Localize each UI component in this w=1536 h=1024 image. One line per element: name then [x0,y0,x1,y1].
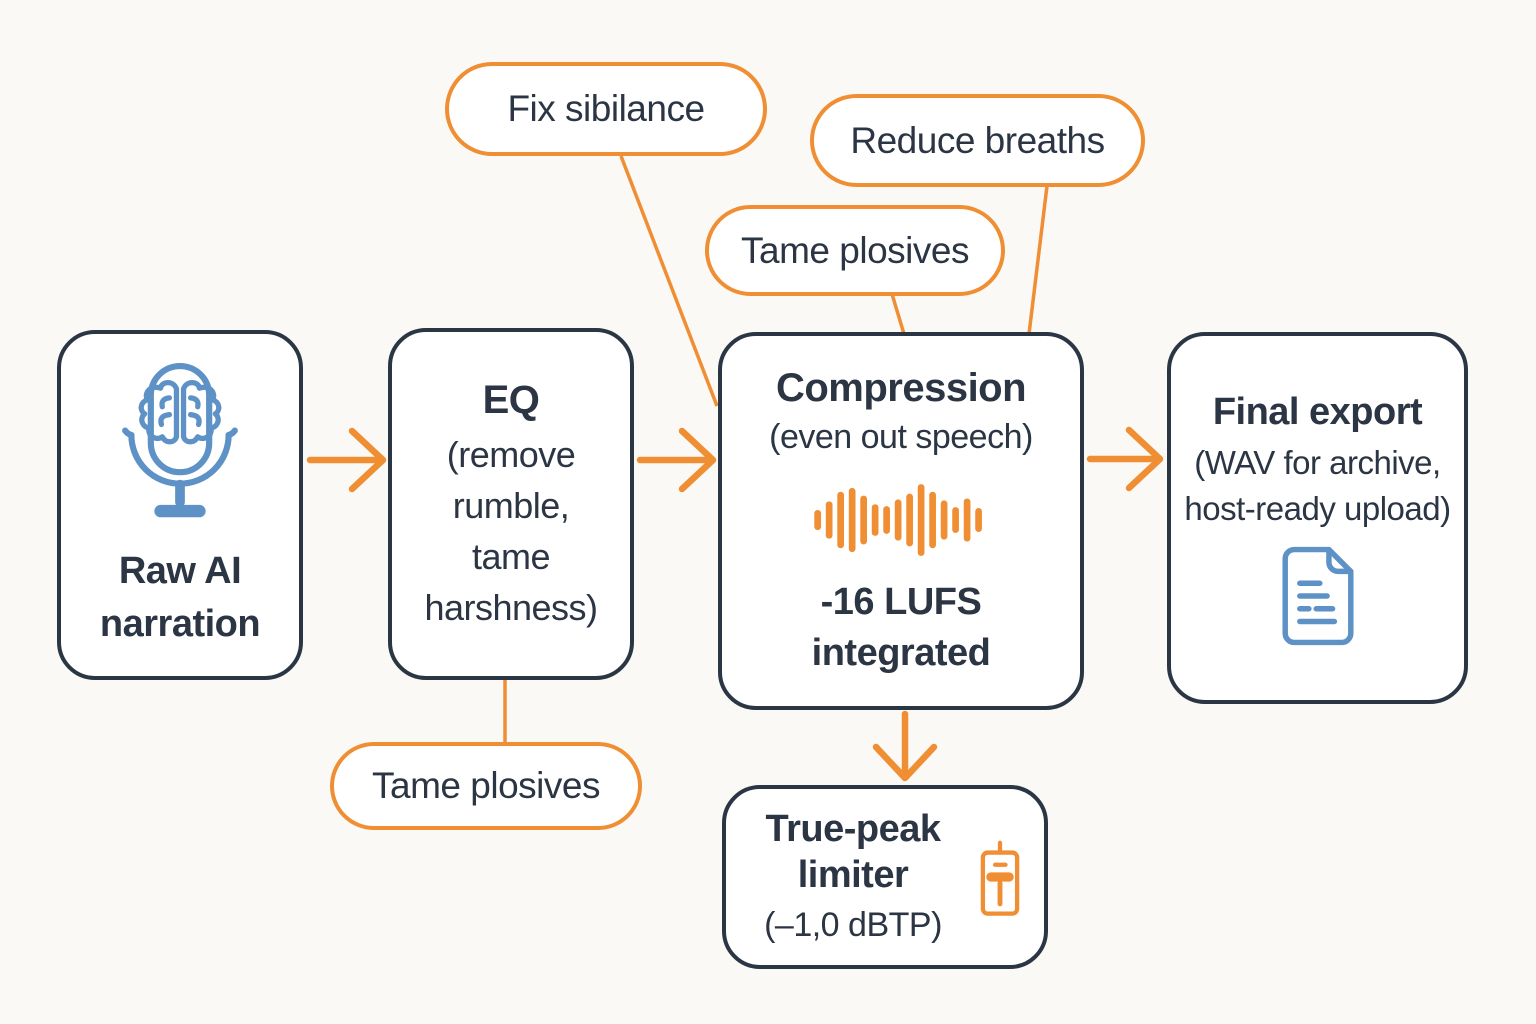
callout-fix-sibilance: Fix sibilance [445,62,767,156]
node-true-peak-limiter: True-peak limiter (–1,0 dBTP) [722,785,1048,969]
waveform-icon [814,483,982,556]
arrow-compression-to-export [1086,426,1164,492]
arrow-compression-to-limiter [872,710,938,782]
arrow-raw-to-eq [306,427,387,493]
node-title: EQ [482,377,540,422]
connector-reduce-breaths-to-compression [1027,185,1049,335]
connector-fix-sibilance-to-compression [619,155,719,407]
node-final-export: Final export (WAV for archive, host-read… [1167,332,1468,704]
arrow-eq-to-compression [636,427,717,493]
node-title: Raw AI narration [99,549,261,645]
callout-tame-plosives-bottom: Tame plosives [330,742,642,830]
node-title: True-peak limiter [765,808,941,896]
node-subtitle: (–1,0 dBTP) [764,905,942,944]
node-raw-ai-narration: Raw AI narration [57,330,303,680]
microphone-brain-icon [122,362,238,518]
node-subtitle: (WAV for archive, host-ready upload) [1184,444,1451,527]
callout-tame-plosives-top: Tame plosives [705,205,1005,296]
limiter-text: True-peak limiter (–1,0 dBTP) [748,807,958,946]
node-title: Final export [1212,390,1423,433]
node-title: Compression [775,365,1027,410]
node-eq: EQ (remove rumble, tame harshness) [388,328,634,680]
callout-reduce-breaths: Reduce breaths [810,94,1145,187]
connector-tame-plosives-to-compression [890,293,906,335]
lufs-target-value: -16 LUFS integrated [811,580,991,675]
document-icon [1281,547,1354,646]
node-subtitle: (remove rumble, tame harshness) [424,433,598,629]
fader-icon [980,840,1020,916]
node-compression: Compression (even out speech) -16 [718,332,1084,710]
node-subtitle: (even out speech) [769,417,1033,456]
